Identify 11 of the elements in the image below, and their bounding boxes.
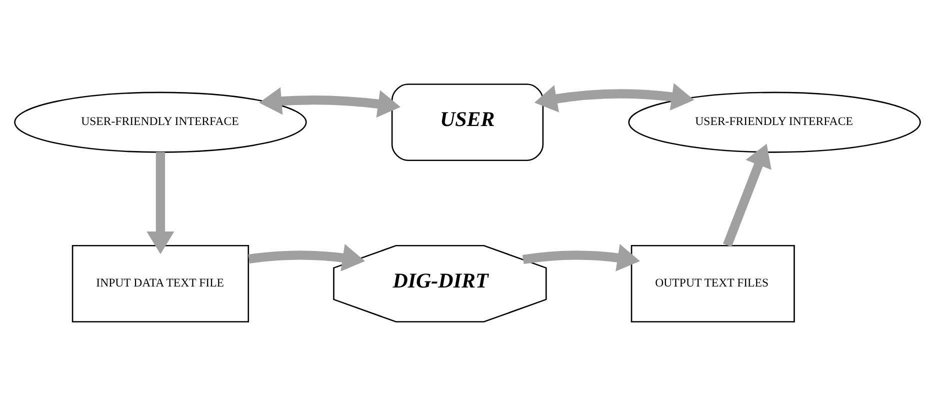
arrow [723, 144, 772, 247]
arrow [146, 152, 174, 254]
node-ellipse: USER-FRIENDLY INTERFACE [14, 92, 307, 153]
node-box: USER [391, 84, 544, 161]
node-box: INPUT DATA TEXT FILE [72, 245, 250, 322]
node-ellipse: USER-FRIENDLY INTERFACE [628, 92, 921, 153]
arrow [259, 87, 401, 118]
arrow [522, 244, 640, 272]
node-box: OUTPUT TEXT FILES [630, 245, 795, 322]
arrow [534, 83, 694, 112]
arrow [248, 244, 366, 272]
